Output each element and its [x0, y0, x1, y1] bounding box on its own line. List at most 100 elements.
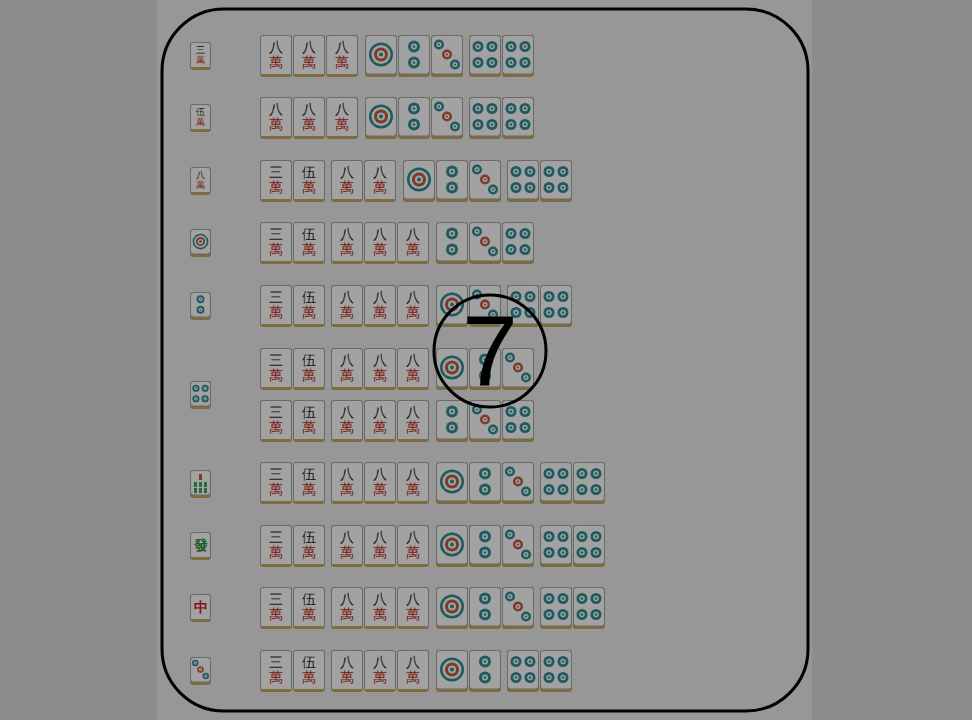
character-tile: 伍萬 [293, 160, 325, 202]
pin-dot [544, 547, 555, 558]
pin-dot-center [477, 45, 479, 47]
pin-dot-center [581, 535, 583, 537]
pin-dot-center [438, 105, 440, 107]
pin-dot-center [524, 410, 526, 412]
pin-dot [577, 609, 588, 620]
tile-suit: 萬 [269, 117, 283, 132]
character-tile: 八萬 [331, 587, 363, 629]
tile-numeral: 三 [269, 530, 283, 545]
tile-face [191, 471, 211, 496]
pin-dot-center [491, 123, 493, 125]
tile-suit: 萬 [302, 607, 316, 622]
tile-edge [502, 587, 534, 629]
tile-face [503, 401, 534, 440]
tile-face [470, 526, 501, 565]
pin-dot-center [515, 295, 517, 297]
pin-dot [434, 102, 444, 112]
pin-dot [513, 477, 523, 487]
circle-outline [434, 295, 546, 407]
tile-suit: 萬 [269, 607, 283, 622]
tile-face [399, 98, 430, 137]
pin-dot [544, 593, 555, 604]
pin-ring [448, 541, 456, 549]
pin-dot [591, 593, 602, 604]
tile-face [503, 223, 534, 262]
pin-dot-center [200, 669, 201, 670]
pin-dot-center [200, 309, 202, 311]
bamboo-stick [199, 474, 202, 480]
pin-dot-center [515, 676, 517, 678]
tile-edge [469, 160, 501, 202]
tile-face [503, 588, 534, 627]
pin-dot [450, 60, 460, 70]
pin-dot [558, 609, 569, 620]
tile-suit: 萬 [335, 55, 349, 70]
tile-numeral: 三 [196, 45, 205, 55]
pin-dot [544, 672, 555, 683]
pin-tile [573, 462, 605, 504]
pin-dot-center [509, 470, 511, 472]
pin-dot [544, 182, 555, 193]
tile-edge [469, 525, 501, 567]
pin-dot-center [562, 170, 564, 172]
character-tile: 八萬 [293, 35, 325, 77]
tile-edge [540, 462, 572, 504]
tile-numeral: 八 [373, 165, 387, 180]
character-tile: 八萬 [397, 222, 429, 264]
pin-dot-core [522, 409, 528, 415]
pin-dot-center [484, 660, 487, 663]
pin-dot [525, 182, 536, 193]
pin-dot [479, 672, 491, 684]
pin-dot-center [525, 376, 527, 378]
character-tile: 三萬 [260, 348, 292, 390]
pin-dot-core [516, 542, 521, 547]
character-tile: 三萬 [260, 222, 292, 264]
pin-dot [479, 547, 491, 559]
pin-dot-center [484, 676, 487, 679]
pin-dot-center [510, 232, 512, 234]
tile-edge [507, 650, 539, 692]
pin-tile [469, 160, 501, 202]
pin-dot-center [204, 398, 206, 400]
pin-dot-core [546, 185, 552, 191]
tile-face [366, 36, 397, 75]
pin-dot-core [513, 675, 519, 681]
pin-dot-center [195, 662, 196, 663]
pin-dot-center [477, 107, 479, 109]
tile-suit: 萬 [373, 368, 387, 383]
tile-face [503, 98, 534, 137]
tile-edge [398, 35, 430, 77]
pin-dot-core [579, 534, 585, 540]
pin-dot [446, 406, 458, 418]
tile-face [437, 526, 468, 565]
tile-suit: 萬 [269, 242, 283, 257]
pin-dot-core [593, 596, 599, 602]
pin-dot-center [524, 123, 526, 125]
tile-face [191, 230, 211, 255]
tile-edge [190, 229, 211, 257]
pin-dot-core [508, 469, 513, 474]
pin-dot-core [513, 659, 519, 665]
tile-face [437, 161, 468, 200]
pin-dot-core [449, 425, 455, 431]
pin-dot-core [489, 122, 495, 128]
pin-dot-core [475, 229, 480, 234]
pin-dot-center [476, 408, 478, 410]
pin-ring [450, 543, 454, 547]
pin-dot [591, 484, 602, 495]
tile-face [366, 98, 397, 137]
pin-tile [431, 97, 463, 139]
pin-dot-center [524, 426, 526, 428]
pin-dot-center [562, 660, 564, 662]
character-tile: 八萬 [331, 400, 363, 442]
pin-ring [445, 538, 459, 552]
pin-dot-core [579, 596, 585, 602]
pin-ring [372, 107, 391, 126]
pin-dot-center [525, 553, 527, 555]
pin-dot-core [522, 122, 528, 128]
character-tile: 三萬 [260, 285, 292, 327]
pin-dot-core [449, 231, 455, 237]
pin-dot-core [546, 487, 552, 493]
pin-dot-center [562, 597, 564, 599]
tile-suit: 萬 [302, 482, 316, 497]
